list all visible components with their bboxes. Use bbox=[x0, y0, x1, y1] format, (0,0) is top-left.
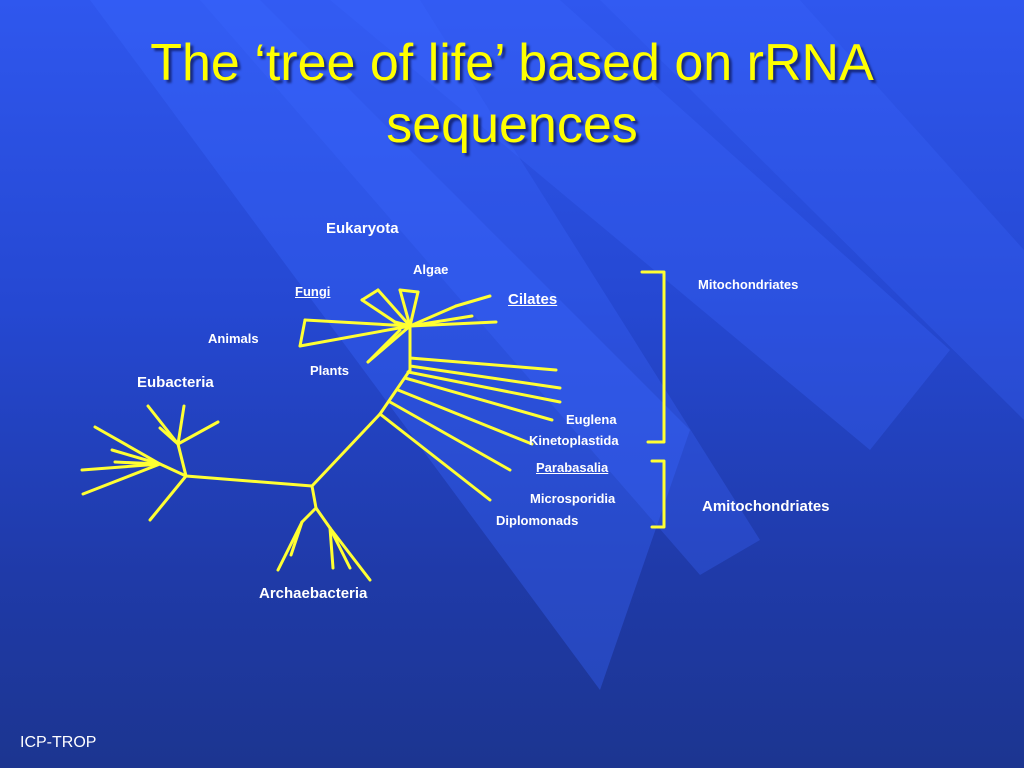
label-cilates: Cilates bbox=[508, 291, 558, 308]
slide-title: The ‘tree of life’ based on rRNA sequenc… bbox=[0, 32, 1024, 156]
label-eukaryota: Eukaryota bbox=[326, 220, 399, 237]
label-plants: Plants bbox=[310, 363, 350, 378]
label-parabasalia: Parabasalia bbox=[536, 460, 609, 475]
archaebacteria-branches bbox=[276, 506, 372, 582]
stripe-4 bbox=[600, 0, 1024, 420]
label-microsporidia: Microsporidia bbox=[530, 491, 616, 506]
title-line-2: sequences bbox=[386, 96, 638, 154]
label-animals: Animals bbox=[208, 331, 259, 346]
eukaryote-crown-branches bbox=[298, 288, 498, 364]
eubacteria-branches bbox=[80, 404, 220, 522]
label-mitochondriates: Mitochondriates bbox=[698, 277, 799, 292]
label-algae: Algae bbox=[413, 262, 449, 277]
label-amitochondriates: Amitochondriates bbox=[702, 498, 830, 515]
label-archaebacteria: Archaebacteria bbox=[259, 585, 368, 602]
eukaryote-lower-branches bbox=[378, 356, 562, 502]
label-diplomonads: Diplomonads bbox=[496, 513, 579, 528]
mitochondriates-bracket bbox=[640, 270, 666, 444]
label-kinetoplastida: Kinetoplastida bbox=[529, 433, 619, 448]
stripe-2 bbox=[200, 0, 760, 575]
label-eubacteria: Eubacteria bbox=[137, 374, 214, 391]
label-euglena: Euglena bbox=[566, 412, 617, 427]
title-line-1: The ‘tree of life’ based on rRNA bbox=[150, 34, 874, 92]
label-fungi: Fungi bbox=[295, 284, 331, 299]
stripe-3 bbox=[330, 0, 950, 450]
footer-text: ICP-TROP bbox=[20, 734, 97, 751]
amitochondriates-bracket bbox=[650, 459, 666, 529]
